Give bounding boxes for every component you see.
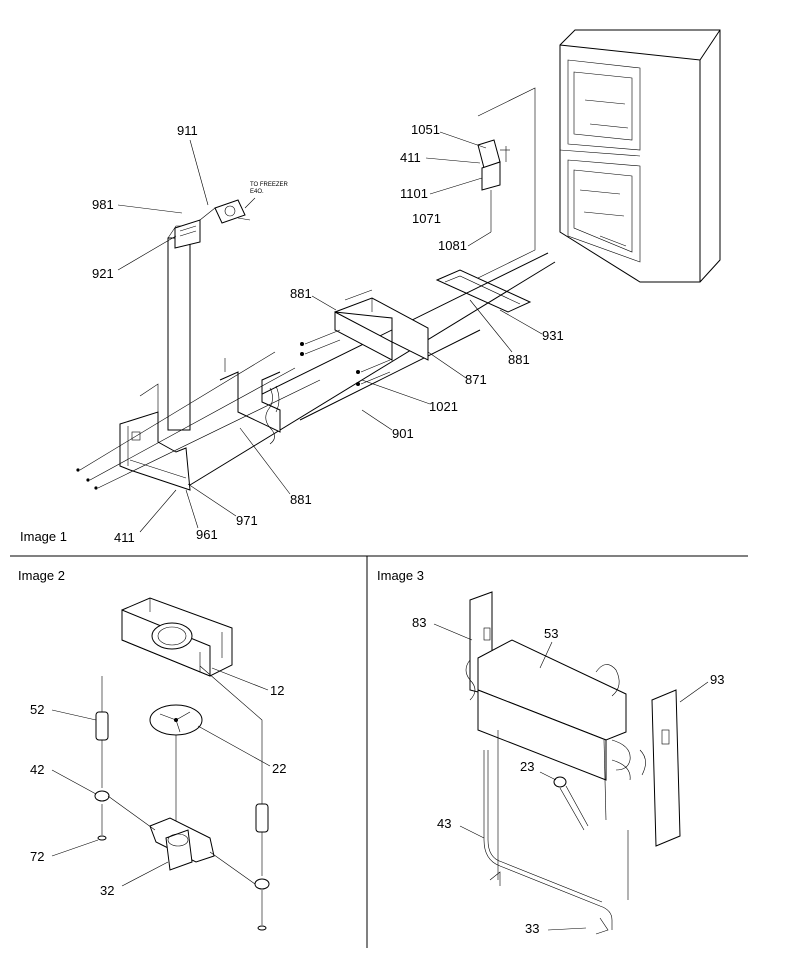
refrigerator-cabinet [559, 29, 721, 283]
callout-72: 72 [30, 849, 44, 864]
air-duct [167, 225, 199, 431]
callout-971: 971 [236, 513, 258, 528]
tray-871 [334, 289, 429, 361]
callout-83: 83 [412, 615, 426, 630]
panel-title-image2: Image 2 [18, 568, 65, 583]
fan-housing-921 [174, 197, 256, 249]
fan-motor-32 [149, 817, 215, 871]
callout-881-a: 881 [290, 286, 312, 301]
callout-33: 33 [525, 921, 539, 936]
callout-12: 12 [270, 683, 284, 698]
callout-1051: 1051 [411, 122, 440, 137]
callout-411: 411 [400, 150, 421, 165]
callout-43: 43 [437, 816, 451, 831]
fan-bracket-12 [121, 597, 233, 677]
image2-callouts: 12 52 22 42 72 32 [30, 667, 286, 898]
callout-911: 911 [177, 123, 198, 138]
thermostat-23 [553, 776, 589, 831]
evaporator-53 [465, 591, 631, 880]
callout-1021: 1021 [429, 399, 458, 414]
channel-931 [435, 269, 532, 313]
callout-93: 93 [710, 672, 724, 687]
panel-title-image3: Image 3 [377, 568, 424, 583]
callout-1101: 1101 [400, 186, 428, 201]
panel-title-image1: Image 1 [20, 529, 67, 544]
callout-981: 981 [92, 197, 114, 212]
callout-53: 53 [544, 626, 558, 641]
callout-921: 921 [92, 266, 114, 281]
callout-1081: 1081 [438, 238, 467, 253]
bracket-93 [639, 689, 681, 847]
drain-heater-33 [483, 750, 629, 935]
image1-callouts: 911 981 921 TO FREEZER E4O. 1051 411 110… [92, 122, 564, 545]
callout-411-b: 411 [114, 530, 135, 545]
callout-42: 42 [30, 762, 44, 777]
callout-22: 22 [272, 761, 286, 776]
callout-931: 931 [542, 328, 564, 343]
screws [76, 329, 391, 490]
callout-961: 961 [196, 527, 218, 542]
callout-881-c: 881 [290, 492, 312, 507]
fan-blade-22 [149, 704, 203, 830]
note-to-freezer: TO FREEZER [250, 182, 289, 188]
assembly-line [299, 329, 481, 421]
callout-23: 23 [520, 759, 534, 774]
assembly-line [189, 261, 556, 486]
grommets-and-screws [94, 665, 270, 931]
thermistor-bracket [477, 139, 510, 232]
callout-1071: 1071 [412, 211, 441, 226]
callout-881-b: 881 [508, 352, 530, 367]
note-e4o: E4O. [250, 189, 264, 195]
image3-callouts: 83 53 93 23 43 33 [412, 615, 724, 936]
callout-901: 901 [392, 426, 414, 441]
callout-871: 871 [465, 372, 487, 387]
center-bracket [219, 358, 281, 445]
callout-32: 32 [100, 883, 114, 898]
divider-panel [477, 87, 536, 279]
callout-52: 52 [30, 702, 44, 717]
